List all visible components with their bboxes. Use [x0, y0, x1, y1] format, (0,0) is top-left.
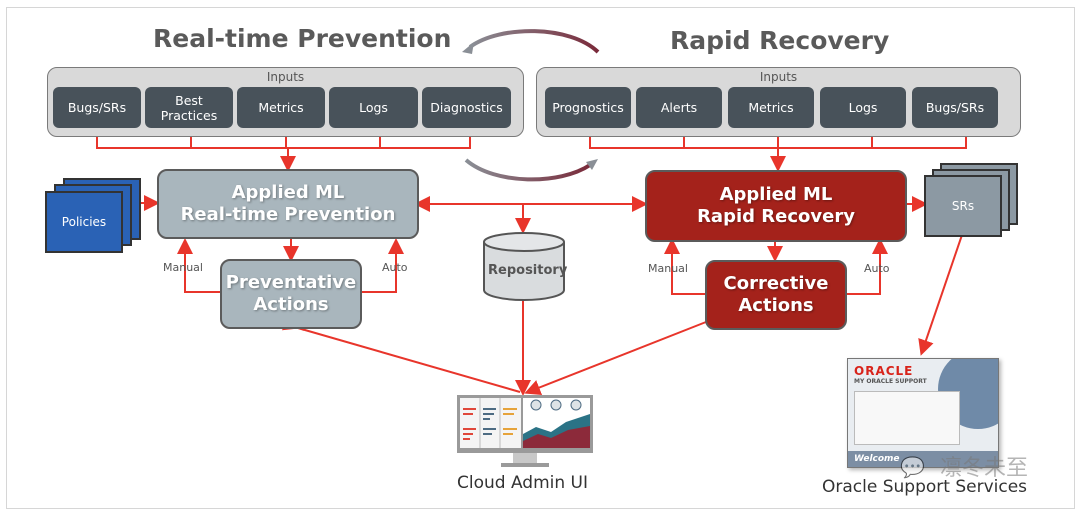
box-line: Applied ML: [719, 184, 833, 205]
cloud-admin-monitor-icon: [457, 395, 593, 467]
input-chip: Metrics: [237, 87, 325, 128]
policies-label: Policies: [45, 191, 123, 253]
cycle-arrow-top: [468, 29, 600, 54]
input-chip: Metrics: [728, 87, 814, 128]
title-real-time-prevention: Real-time Prevention: [153, 24, 452, 53]
input-chip: Logs: [820, 87, 906, 128]
cycle-arrow-bottom: [464, 158, 592, 182]
watermark-text: 凛冬未至: [940, 456, 1029, 481]
left-inputs-panel: Inputs Bugs/SRs Best Practices Metrics L…: [47, 67, 524, 137]
auto-label: Auto: [864, 262, 890, 275]
preventative-actions-box: Preventative Actions: [220, 259, 362, 329]
oracle-support-screenshot: ORACLE MY ORACLE SUPPORT Welcome: [847, 358, 999, 468]
repository-label: Repository: [488, 263, 568, 278]
srs-label: SRs: [924, 175, 1002, 237]
box-line: Corrective: [723, 273, 829, 294]
left-input-bus: [96, 135, 471, 149]
page-preview: [854, 391, 960, 445]
welcome-bar: Welcome: [848, 451, 998, 467]
input-chip: Prognostics: [545, 87, 631, 128]
input-chip: Bugs/SRs: [912, 87, 998, 128]
box-line: Applied ML: [231, 182, 345, 203]
inputs-label: Inputs: [266, 70, 305, 84]
oracle-subtitle: MY ORACLE SUPPORT: [854, 378, 927, 385]
title-rapid-recovery: Rapid Recovery: [670, 26, 890, 55]
input-chip: Diagnostics: [422, 87, 511, 128]
input-chip: Best Practices: [145, 87, 233, 128]
repository-cylinder: [483, 232, 565, 301]
inputs-label: Inputs: [759, 70, 798, 84]
box-line: Actions: [253, 294, 329, 315]
wechat-icon: 💬: [900, 455, 925, 479]
input-chip: Logs: [329, 87, 418, 128]
cloud-admin-caption: Cloud Admin UI: [457, 473, 589, 493]
box-line: Real-time Prevention: [180, 204, 396, 225]
input-chip: Alerts: [636, 87, 722, 128]
box-line: Rapid Recovery: [697, 206, 855, 227]
corrective-actions-box: Corrective Actions: [705, 260, 847, 330]
right-inputs-panel: Inputs Prognostics Alerts Metrics Logs B…: [536, 67, 1021, 137]
manual-label: Manual: [163, 261, 203, 274]
applied-ml-prevention-box: Applied ML Real-time Prevention: [157, 169, 419, 239]
applied-ml-recovery-box: Applied ML Rapid Recovery: [645, 170, 907, 242]
box-line: Actions: [738, 295, 814, 316]
box-line: Preventative: [225, 272, 357, 293]
oracle-support-caption: Oracle Support Services: [822, 477, 1028, 497]
oracle-brand: ORACLE: [854, 364, 914, 378]
auto-label: Auto: [382, 261, 408, 274]
input-chip: Bugs/SRs: [53, 87, 141, 128]
cycle-arrows: [462, 29, 600, 182]
manual-label: Manual: [648, 262, 688, 275]
